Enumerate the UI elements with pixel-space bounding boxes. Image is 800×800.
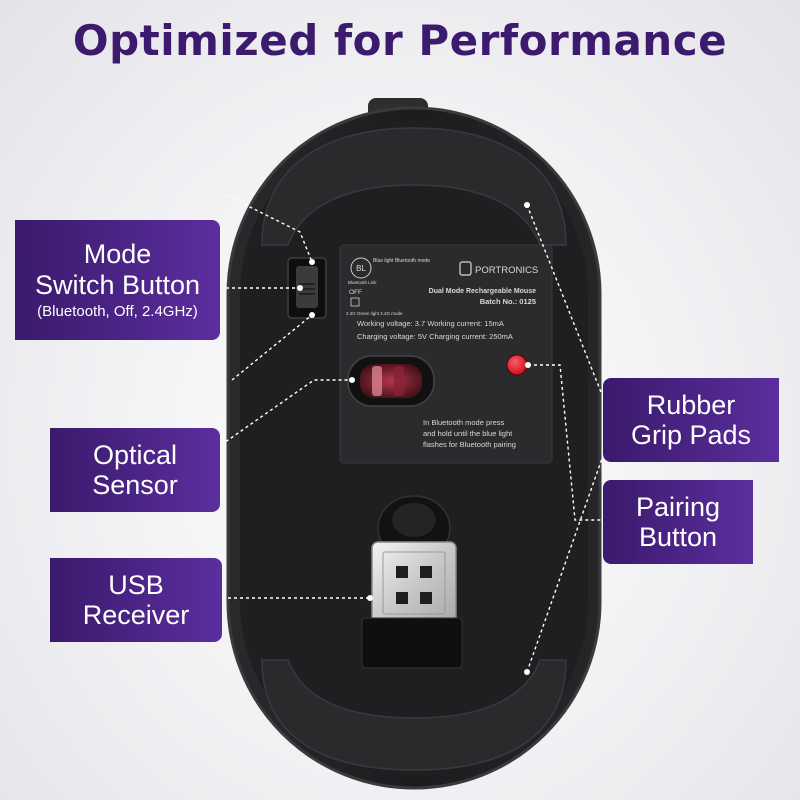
off-text: OFF: [349, 289, 362, 296]
callout-optical-sensor: Optical Sensor: [50, 428, 220, 512]
callout-mode-switch: Mode Switch Button (Bluetooth, Off, 2.4G…: [15, 220, 220, 340]
usb-receiver-base: [361, 617, 463, 669]
callout-pairing-line2: Button: [638, 522, 718, 552]
instruction-line-2: and hold until the blue light: [423, 429, 513, 438]
batch-text: Batch No.: 0125: [480, 297, 536, 306]
rubber-grip-pad-top: [261, 127, 567, 246]
connector-rubber-grip: [526, 204, 613, 421]
callout-usb-line2: Receiver: [82, 600, 190, 630]
headline: Optimized for Performance: [72, 16, 728, 65]
callout-rubber-line1: Rubber: [646, 389, 736, 420]
instruction-line-1: In Bluetooth mode press: [423, 418, 505, 427]
callout-mode-switch-line1: Mode: [83, 239, 152, 270]
pairing-button-red: [506, 354, 528, 376]
callout-rubber-line2: Grip Pads: [630, 420, 752, 450]
product-text: Dual Mode Rechargeable Mouse: [429, 288, 536, 295]
callout-usb-line1: USB: [108, 569, 164, 600]
brand-text: PORTRONICS: [475, 265, 538, 276]
green-light-text: 2.4G Green light 2.4G mode: [346, 311, 403, 316]
callout-optical-line1: Optical: [92, 439, 178, 470]
connector-pairing: [528, 364, 603, 521]
mode-switch-knob: [296, 266, 318, 308]
callout-rubber-grip: Rubber Grip Pads: [603, 378, 779, 462]
callout-mode-switch-sub: (Bluetooth, Off, 2.4GHz): [37, 302, 198, 320]
working-voltage-text: Working voltage: 3.7 Working current: 15…: [357, 319, 504, 328]
usb-receiver-plug: [371, 541, 457, 625]
callout-pairing-button: Pairing Button: [603, 480, 753, 564]
connector-optical: [220, 379, 352, 446]
brand-logo: [459, 261, 472, 276]
mouse-label-panel: [339, 244, 553, 464]
bluetooth-link-text: Bluetooth Link: [348, 280, 377, 285]
blue-light-text: Blue light Bluetooth mode: [373, 258, 430, 264]
callout-mode-switch-line2: Switch Button: [34, 269, 201, 300]
callout-optical-line2: Sensor: [92, 470, 178, 500]
instruction-line-3: flashes for Bluetooth pairing: [423, 440, 516, 449]
bl-mark: BL: [356, 264, 366, 273]
callout-usb-receiver: USB Receiver: [50, 558, 222, 642]
rubber-grip-pad-bottom: [261, 659, 567, 771]
callout-pairing-line1: Pairing: [635, 491, 721, 522]
connector-mode-switch: [227, 195, 313, 263]
charging-voltage-text: Charging voltage: 5V Charging current: 2…: [357, 332, 513, 341]
